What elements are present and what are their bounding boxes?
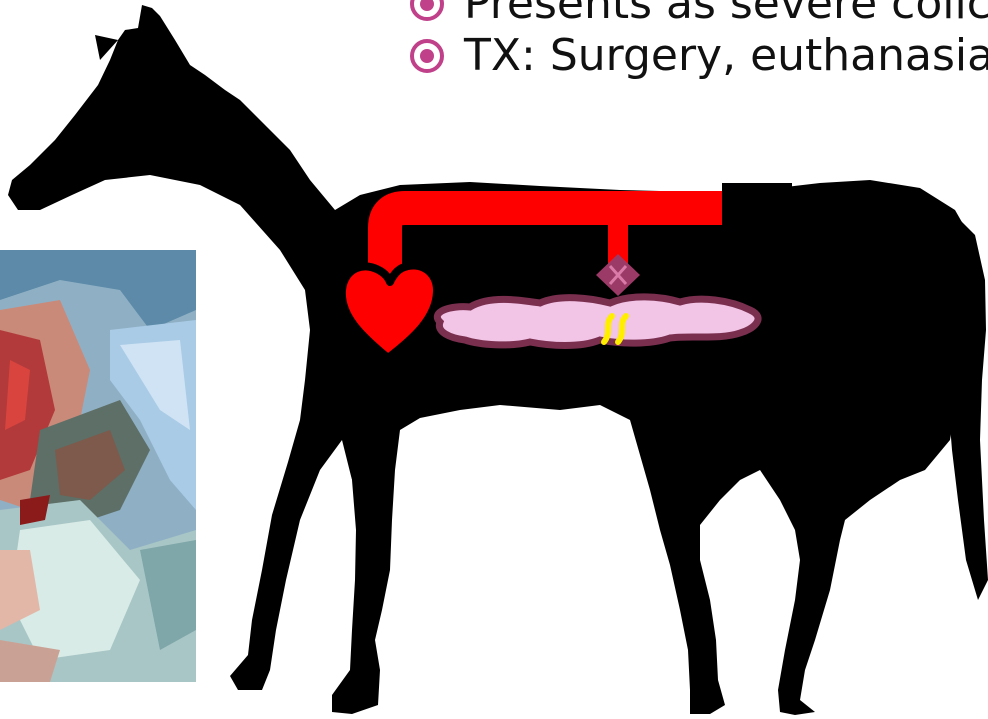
horse-silhouette-icon <box>8 5 988 715</box>
black-box-icon <box>722 183 792 238</box>
intestine-icon <box>437 297 758 346</box>
